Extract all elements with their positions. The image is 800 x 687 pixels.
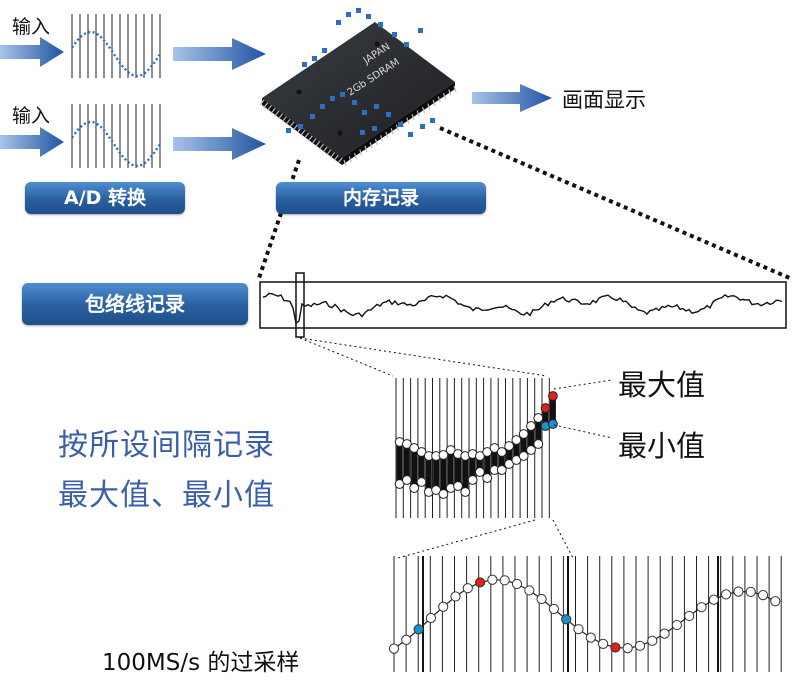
zoom-line-right [439, 126, 793, 281]
envelope-box [259, 281, 787, 329]
zoom-line-sampling-left [397, 519, 536, 559]
input-label-2: 输入 [12, 105, 51, 127]
arrow-to-display [472, 84, 552, 112]
envelope-record-badge: 包络线记录 [22, 283, 248, 325]
envelope-selection-window [295, 272, 305, 338]
oversampling-label: 100MS/s 的过采样 [102, 650, 300, 676]
max-value-label: 最大值 [618, 368, 706, 402]
min-pointer-line [553, 424, 613, 439]
memory-record-badge: 内存记录 [276, 182, 486, 214]
zoom-line-envelope-right [299, 337, 548, 377]
zoom-line-sampling-right [552, 519, 574, 559]
min-value-label: 最小值 [618, 429, 706, 463]
input-label-1: 输入 [12, 16, 51, 38]
zoom-line-left [256, 159, 301, 282]
interval-caption-line2: 最大值、最小值 [58, 478, 275, 513]
sdram-chip-icon: JAPAN 2Gb SDRAM [259, 22, 457, 167]
input-waveform-1 [71, 14, 161, 78]
interval-caption-line1: 按所设间隔记录 [58, 428, 275, 463]
display-label: 画面显示 [562, 88, 646, 112]
input-waveform-2 [71, 104, 161, 168]
zoom-line-envelope-left [299, 337, 394, 377]
arrow-to-memory-2 [173, 128, 266, 160]
oversampling-chart [388, 556, 782, 672]
ad-convert-badge: A/D 转换 [25, 182, 185, 214]
max-min-chart [394, 378, 558, 518]
envelope-waveform [262, 292, 783, 325]
max-pointer-line [553, 379, 613, 390]
arrow-to-memory-1 [173, 38, 266, 70]
memory-data-dots [286, 8, 435, 137]
input-arrow-1 [0, 37, 64, 67]
input-arrow-2 [0, 127, 64, 157]
